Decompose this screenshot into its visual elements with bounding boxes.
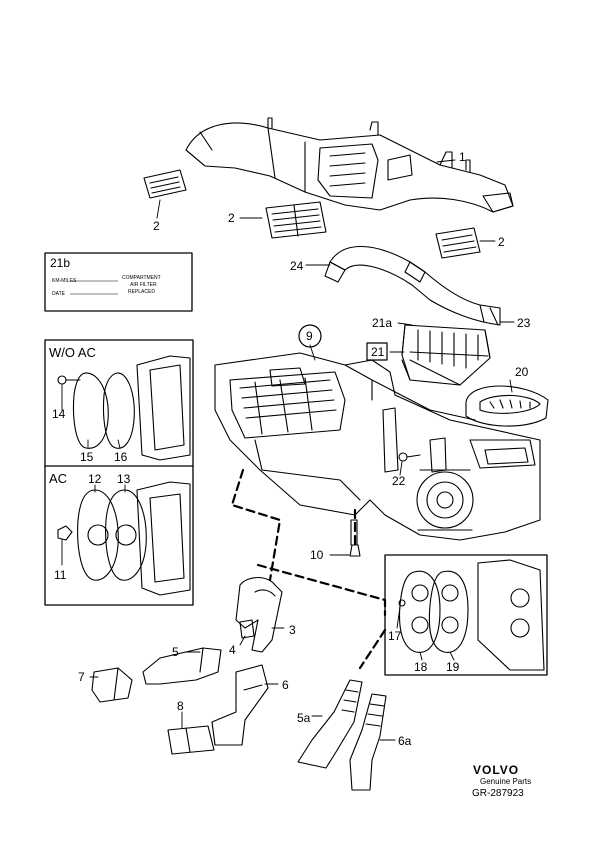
callout-13: 13	[117, 472, 131, 486]
callout-3: 3	[289, 623, 296, 637]
callout-16: 16	[114, 450, 128, 464]
callout-20: 20	[515, 365, 529, 379]
card-field-km: KM-MILES	[52, 278, 77, 284]
floor-duct-6	[211, 664, 269, 746]
callout-12: 12	[88, 472, 102, 486]
floor-duct-5a	[297, 679, 363, 769]
floor-duct-6a	[349, 693, 387, 791]
heater-unit	[214, 352, 541, 541]
card-line-2: AIR FILTER	[130, 282, 157, 288]
vent-center	[265, 201, 327, 239]
callout-2-left: 2	[153, 219, 160, 233]
service-label-card	[44, 252, 193, 312]
callout-10: 10	[310, 548, 324, 562]
cabin-air-filter	[401, 324, 491, 386]
inset-ac-variants	[44, 339, 194, 606]
air-duct-assembly	[185, 117, 514, 213]
callout-8: 8	[177, 699, 184, 713]
callout-18: 18	[414, 660, 428, 674]
callout-15: 15	[80, 450, 94, 464]
callout-6: 6	[282, 678, 289, 692]
callout-9: 9	[306, 329, 313, 343]
callout-21a: 21a	[372, 316, 392, 330]
filter-cover	[465, 385, 549, 427]
leader-dashes	[230, 468, 387, 670]
callout-1: 1	[459, 150, 466, 164]
diagram-code: GR-287923	[472, 788, 524, 799]
callout-4: 4	[229, 643, 236, 657]
callout-11: 11	[54, 568, 67, 582]
callout-24: 24	[290, 259, 304, 273]
callout-labels: 1 2 2 2 24 21a 23 21 20 9 22 10 3 4 5 7 …	[49, 150, 531, 748]
callout-23: 23	[517, 316, 531, 330]
card-field-date: DATE	[52, 291, 66, 297]
callout-5a: 5a	[297, 711, 311, 725]
callout-2-right: 2	[498, 235, 505, 249]
inset-header-wo-ac: W/O AC	[49, 345, 96, 360]
bolt	[398, 452, 421, 462]
brand-subtitle: Genuine Parts	[480, 777, 532, 786]
callout-7: 7	[78, 670, 85, 684]
card-rules	[70, 280, 118, 295]
floor-duct-5	[142, 647, 222, 685]
hose	[324, 246, 501, 326]
drain-pin	[349, 519, 361, 557]
floor-duct-7	[91, 667, 133, 703]
callout-22: 22	[392, 474, 406, 488]
floor-duct-8	[167, 725, 215, 755]
callout-6a: 6a	[398, 734, 412, 748]
brand-logo: VOLVO	[473, 763, 520, 777]
callout-21-box	[366, 342, 388, 361]
callout-9-circle	[298, 324, 322, 348]
inset-gasket	[384, 554, 548, 676]
vent-left	[143, 169, 187, 199]
callout-2-center: 2	[228, 211, 235, 225]
inset-header-ac: AC	[49, 471, 67, 486]
callout-21b: 21b	[50, 256, 70, 270]
callout-5: 5	[172, 645, 179, 659]
callout-17: 17	[388, 629, 402, 643]
callout-14: 14	[52, 407, 66, 421]
card-line-3: REPLACED	[128, 289, 155, 295]
floor-duct-3	[235, 576, 283, 653]
callout-leaders	[61, 159, 515, 741]
card-line-1: COMPARTMENT	[122, 275, 161, 281]
callout-21: 21	[371, 345, 385, 359]
vent-right	[435, 227, 481, 259]
clip-4	[239, 619, 255, 639]
callout-19: 19	[446, 660, 460, 674]
